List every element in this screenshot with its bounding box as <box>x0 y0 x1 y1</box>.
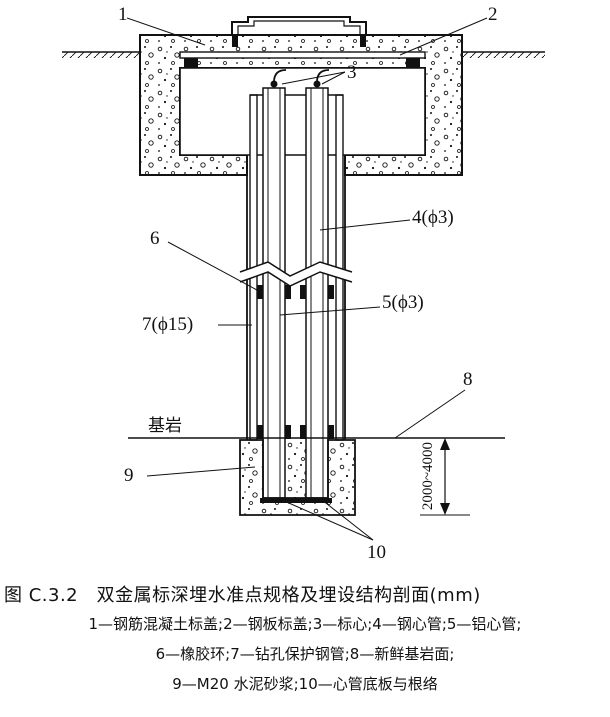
label-1: 1 <box>118 4 128 25</box>
caption-legend-line-1: 1—钢筋混凝土标盖;2—钢板标盖;3—标心;4—钢心管;5—铝心管; <box>88 615 522 633</box>
depth-label: 2000~4000 <box>420 442 436 510</box>
borehole-wall <box>246 175 346 440</box>
figure-caption: 图 C.3.2 双金属标深埋水准点规格及埋设结构剖面(mm) 1—钢筋混凝土标盖… <box>0 583 610 699</box>
label-bedrock: 基岩 <box>148 416 182 436</box>
leader-lines <box>126 17 488 541</box>
label-6: 6 <box>150 228 160 249</box>
caption-legend-line-3: 9—M20 水泥砂浆;10—心管底板与根络 <box>172 675 438 693</box>
break-line <box>239 261 353 287</box>
label-9: 9 <box>124 465 134 486</box>
label-8: 8 <box>463 369 473 390</box>
depth-dimension: 2000~4000 <box>420 437 470 516</box>
benchmark-section-diagram: 2000~4000 1 2 3 4(ϕ3) 5(ϕ3) 6 7(ϕ15) 8 9… <box>62 4 545 560</box>
label-7: 7(ϕ15) <box>142 314 193 335</box>
label-3: 3 <box>347 62 357 83</box>
benchmark-marks <box>270 69 330 88</box>
label-4: 4(ϕ3) <box>412 207 454 228</box>
rubber-rings <box>257 285 334 439</box>
ground-surface <box>62 51 545 58</box>
caption-legend-line-2: 6—橡胶环;7—钻孔保护钢管;8—新鲜基岩面; <box>155 645 455 663</box>
aluminium-core-tube <box>305 87 329 499</box>
label-10: 10 <box>367 542 386 560</box>
label-2: 2 <box>488 4 498 25</box>
callout-labels: 1 2 3 4(ϕ3) 5(ϕ3) 6 7(ϕ15) 8 9 10 基岩 <box>118 4 498 560</box>
cement-mortar-base <box>239 439 356 516</box>
steel-core-tube <box>262 87 286 499</box>
steel-plate-cover <box>179 16 426 67</box>
label-5: 5(ϕ3) <box>382 292 424 313</box>
caption-title: 图 C.3.2 双金属标深埋水准点规格及埋设结构剖面(mm) <box>4 585 481 606</box>
